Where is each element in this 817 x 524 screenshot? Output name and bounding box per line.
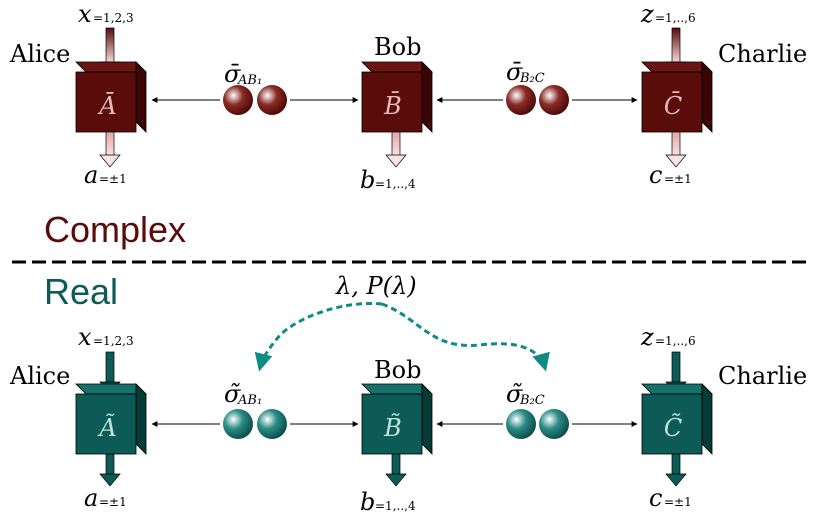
state-ab-sub-real: AB₁ xyxy=(237,393,262,408)
charlie-input-sub-real: =1,..,6 xyxy=(655,334,696,348)
charlie-box-real: C̃ xyxy=(641,383,713,455)
charlie-box-label-real: C̃ xyxy=(664,414,682,442)
alice-output-arrow-real xyxy=(99,453,121,487)
charlie-output-var-real: c xyxy=(649,484,662,512)
bob-box-label-complex: B̄ xyxy=(383,92,402,120)
bob-label-real: Bob xyxy=(374,356,421,384)
charlie-output-complex: c =±1 xyxy=(649,161,692,189)
alice-input-sub-real: =1,2,3 xyxy=(93,334,134,348)
alice-output-var: a xyxy=(84,161,98,189)
state-bc-symbol: σ̄ xyxy=(506,58,523,86)
bob-output-arrow-complex xyxy=(385,131,407,168)
bob-output-real: b =1,..,4 xyxy=(360,488,416,516)
real-section: Real λ, P(λ) Alice x =1,2,3 Ã a =±1 xyxy=(9,271,807,516)
complex-section: Alice x =1,2,3 Ā a =±1 σ̄ AB₁ xyxy=(9,0,807,250)
bob-output-complex: b =1,..,4 xyxy=(360,166,416,194)
state-ab-sub: AB₁ xyxy=(237,73,262,88)
state-ab-real: σ̃ AB₁ xyxy=(223,380,287,439)
bob-label-complex: Bob xyxy=(374,33,421,61)
charlie-box-complex: C̄ xyxy=(641,61,713,133)
particle-bc-right-real xyxy=(539,409,569,439)
particle-bc-right xyxy=(539,85,569,115)
bob-box-real: B̃ xyxy=(361,383,433,455)
charlie-input-var-real: z xyxy=(640,323,654,351)
charlie-input-complex: z =1,..,6 xyxy=(640,0,696,28)
charlie-input-var: z xyxy=(640,0,654,28)
alice-box-label-complex: Ā xyxy=(97,92,116,120)
alice-output-var-real: a xyxy=(84,484,98,512)
alice-box-real: Ã xyxy=(75,383,147,455)
alice-input-var: x xyxy=(78,0,92,28)
particle-bc-left-real xyxy=(506,409,536,439)
charlie-label-complex: Charlie xyxy=(718,40,807,68)
shared-randomness-arrow-left xyxy=(254,301,383,372)
alice-output-sub: =±1 xyxy=(99,172,127,186)
state-bc-complex: σ̄ B₂C xyxy=(506,58,569,115)
alice-output-arrow-complex xyxy=(99,131,121,168)
state-ab-complex: σ̄ AB₁ xyxy=(223,60,287,115)
charlie-label-real: Charlie xyxy=(718,362,807,390)
shared-randomness-label: λ, P(λ) xyxy=(335,272,417,300)
particle-ab-right xyxy=(257,85,287,115)
particle-ab-right-real xyxy=(257,409,287,439)
alice-box-complex: Ā xyxy=(75,61,147,133)
alice-output-sub-real: =±1 xyxy=(99,495,127,509)
real-title: Real xyxy=(44,271,118,312)
state-ab-symbol: σ̄ xyxy=(224,60,241,88)
bob-output-sub-real: =1,..,4 xyxy=(375,499,416,513)
bob-output-arrow-real xyxy=(385,453,407,487)
state-bc-sub: B₂C xyxy=(519,71,545,86)
alice-box-label-real: Ã xyxy=(97,413,116,442)
alice-output-real: a =±1 xyxy=(84,484,127,512)
alice-input-complex: x =1,2,3 xyxy=(78,0,134,28)
state-bc-sub-real: B₂C xyxy=(519,393,545,408)
charlie-input-sub: =1,..,6 xyxy=(655,11,696,25)
charlie-output-arrow-complex xyxy=(665,131,687,168)
shared-randomness-arrow-right xyxy=(381,302,550,372)
alice-input-var-real: x xyxy=(78,323,92,351)
particle-bc-left xyxy=(506,85,536,115)
charlie-box-label-complex: C̄ xyxy=(664,92,682,120)
bob-box-complex: B̄ xyxy=(361,61,433,133)
state-ab-symbol-real: σ̃ xyxy=(224,380,241,408)
alice-output-complex: a =±1 xyxy=(84,161,127,189)
state-bc-real: σ̃ B₂C xyxy=(506,380,569,439)
bob-output-var: b xyxy=(360,166,375,194)
particle-ab-left xyxy=(223,85,253,115)
charlie-output-real: c =±1 xyxy=(649,484,692,512)
complex-title: Complex xyxy=(44,209,186,250)
alice-input-real: x =1,2,3 xyxy=(78,323,134,351)
bob-output-sub: =1,..,4 xyxy=(375,177,416,191)
charlie-output-sub-real: =±1 xyxy=(664,495,692,509)
state-bc-symbol-real: σ̃ xyxy=(506,380,523,408)
alice-label-complex: Alice xyxy=(9,40,70,68)
alice-label-real: Alice xyxy=(9,362,70,390)
alice-input-sub: =1,2,3 xyxy=(93,11,134,25)
particle-ab-left-real xyxy=(223,409,253,439)
bob-box-label-real: B̃ xyxy=(383,414,402,442)
charlie-output-sub: =±1 xyxy=(664,172,692,186)
charlie-input-real: z =1,..,6 xyxy=(640,323,696,351)
charlie-output-var: c xyxy=(649,161,662,189)
charlie-output-arrow-real xyxy=(665,453,687,487)
bob-output-var-real: b xyxy=(360,488,375,516)
